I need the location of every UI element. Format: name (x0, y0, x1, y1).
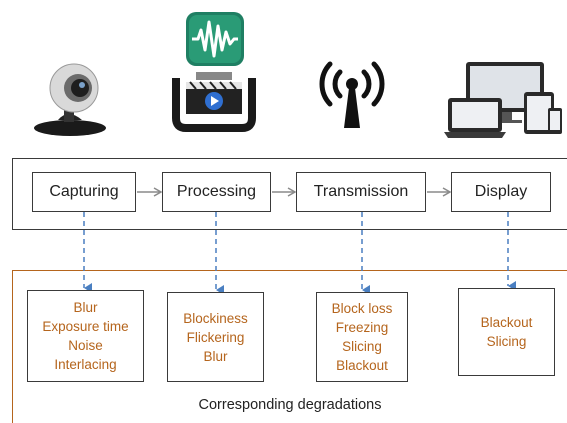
degradation-box-capturing: Blur Exposure time Noise Interlacing (27, 290, 144, 382)
degradation-item: Slicing (486, 334, 527, 349)
degradation-item: Blur (73, 300, 98, 315)
wireless-antenna-icon (319, 61, 385, 128)
stage-transmission: Transmission (296, 172, 426, 212)
degradation-box-display: Blackout Slicing (458, 288, 555, 376)
degradation-item: Flickering (186, 329, 245, 345)
degradation-item: Slicing (342, 339, 382, 354)
degradation-item: Blackout (480, 315, 533, 330)
degradation-item: Blackout (336, 358, 388, 373)
degradation-item: Exposure time (42, 319, 129, 334)
stage-label: Display (474, 183, 528, 200)
degradation-item: Blockiness (183, 310, 248, 326)
devices-icon (444, 62, 562, 138)
degradation-arrows (83, 212, 516, 295)
video-clamp-icon (172, 72, 256, 132)
webcam-icon (34, 63, 106, 136)
degradation-box-transmission: Block loss Freezing Slicing Blackout (316, 292, 408, 382)
stage-label: Transmission (313, 183, 409, 200)
stage-processing: Processing (162, 172, 271, 212)
stage-label: Processing (176, 183, 257, 200)
degradation-item: Blur (203, 348, 228, 364)
degradation-item: Interlacing (54, 357, 117, 372)
degradation-item: Noise (68, 338, 103, 353)
degradation-box-processing: Blockiness Flickering Blur (167, 292, 264, 382)
pipeline-frame (12, 158, 567, 230)
stage-capturing: Capturing (32, 172, 136, 212)
degradations-frame (12, 270, 567, 423)
stage-display: Display (451, 172, 551, 212)
degradation-item: Block loss (331, 301, 393, 316)
waveform-app-icon (186, 12, 244, 66)
degradation-item: Freezing (335, 320, 389, 335)
stage-label: Capturing (49, 183, 119, 200)
degradations-caption: Corresponding degradations (198, 397, 382, 413)
